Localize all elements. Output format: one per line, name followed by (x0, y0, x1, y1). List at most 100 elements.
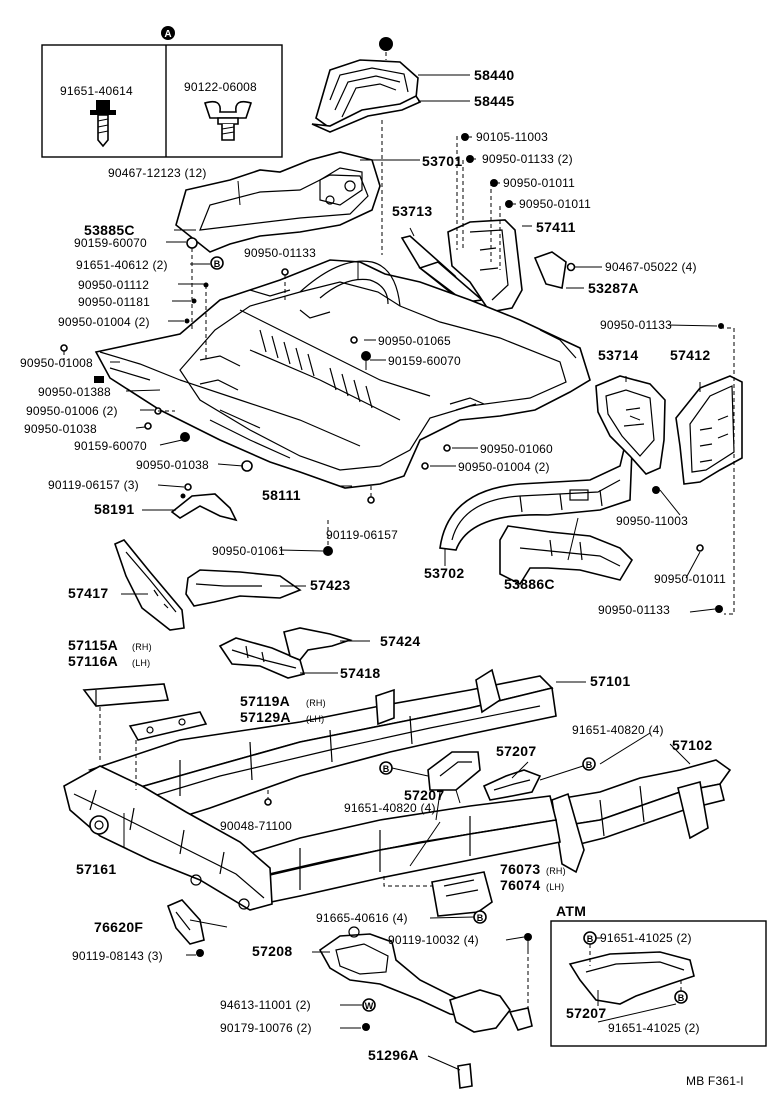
part-label-58445: 58445 (474, 93, 515, 109)
frame-rail-57102-part (550, 759, 732, 874)
part-label-53701: 53701 (422, 153, 463, 169)
part-label-90467-12123: 90467-12123 (12) (108, 166, 207, 180)
part-label-90950-01038b: 90950-01038 (136, 458, 209, 472)
part-label-90119-10032: 90119-10032 (4) (388, 933, 479, 947)
marker-b2-label: B (383, 764, 390, 774)
part-label-58191: 58191 (94, 501, 135, 517)
part-label-57129A: 57129A (240, 709, 291, 725)
part-label-90950-01004-2b: 90950-01004 (2) (458, 460, 550, 474)
part-label-rh-3: (RH) (546, 866, 566, 876)
part-label-76620F: 76620F (94, 919, 144, 935)
part-label-90048-71100: 90048-71100 (220, 819, 293, 833)
plates-57115A-57119A-part (82, 683, 208, 741)
part-label-90950-01060: 90950-01060 (480, 442, 553, 456)
marker-b5-label: B (587, 934, 594, 944)
leader-lines (110, 180, 718, 1071)
part-label-57423: 57423 (310, 577, 351, 593)
part-label-90950-01112: 90950-01112 (78, 278, 150, 292)
marker-a-cover (379, 37, 393, 60)
part-label-53886C: 53886C (504, 576, 555, 592)
part-label-90159-60070c: 90159-60070 (74, 439, 147, 453)
lower-frame-part (63, 700, 561, 911)
bracket-76620F-part (166, 899, 205, 957)
inset-box-a: A (41, 26, 283, 158)
part-label-90105-11003: 90105-11003 (476, 130, 549, 144)
part-label-90950-01061: 90950-01061 (212, 544, 285, 558)
part-label-90950-01038a: 90950-01038 (24, 422, 97, 436)
part-label-90122-06008: 90122-06008 (184, 80, 257, 94)
marker-a-label: A (164, 29, 171, 40)
part-label-57411: 57411 (536, 219, 576, 235)
part-label-90950-01388: 90950-01388 (38, 385, 111, 399)
part-label-90179-10076: 90179-10076 (2) (220, 1021, 312, 1035)
part-label-57424: 57424 (380, 633, 421, 649)
part-label-90119-08143: 90119-08143 (3) (72, 949, 163, 963)
part-label-90950-01008: 90950-01008 (20, 356, 93, 370)
part-label-90950-01133-2a: 90950-01133 (2) (482, 152, 573, 166)
part-label-90950-01006: 90950-01006 (2) (26, 404, 118, 418)
part-label-58111: 58111 (262, 487, 301, 503)
part-label-90950-01133c: 90950-01133 (598, 603, 671, 617)
marker-b-label: B (214, 259, 221, 269)
part-label-53713: 53713 (392, 203, 433, 219)
part-label-91651-40612: 91651-40612 (2) (76, 258, 168, 272)
part-label-91651-40820a: 91651-40820 (4) (572, 723, 664, 737)
part-label-90950-01011a: 90950-01011 (503, 176, 576, 190)
part-label-90467-05022: 90467-05022 (4) (605, 260, 697, 274)
members-57424-57418-part (218, 627, 353, 679)
part-label-rh-2: (RH) (306, 698, 326, 708)
part-label-57207c: 57207 (566, 1005, 607, 1021)
part-label-53287A: 53287A (588, 280, 639, 296)
cowl-panel-part (175, 120, 420, 255)
part-label-90159-60070a: 90159-60070 (74, 236, 147, 250)
part-label-76073: 76073 (500, 861, 541, 877)
part-label-90950-01065: 90950-01065 (378, 334, 451, 348)
marker-b4-label: B (477, 913, 484, 923)
part-label-57119A: 57119A (240, 693, 291, 709)
part-label-rh-1: (RH) (132, 642, 152, 652)
part-label-atm: ATM (556, 903, 587, 919)
floor-pan-part (94, 259, 591, 489)
part-label-51296A: 51296A (368, 1047, 419, 1063)
wheelhouse-53886C-part (499, 525, 634, 586)
part-label-90119-06157-3: 90119-06157 (3) (48, 478, 139, 492)
floor-fasteners-left: B (60, 237, 224, 442)
part-label-90950-01011c: 90950-01011 (654, 572, 727, 586)
part-label-90950-01181: 90950-01181 (78, 295, 151, 309)
part-label-57207a: 57207 (496, 743, 537, 759)
part-label-91651-41025b: 91651-41025 (2) (608, 1021, 700, 1035)
panel-76073-part: B (383, 871, 493, 924)
part-label-90159-60070b: 90159-60070 (388, 354, 461, 368)
part-label-90950-01133b: 90950-01133 (600, 318, 673, 332)
part-label-91665-40616: 91665-40616 (4) (316, 911, 408, 925)
part-label-57161: 57161 (76, 861, 117, 877)
part-label-57115A: 57115A (68, 637, 119, 653)
part-label-90950-11003: 90950-11003 (616, 514, 689, 528)
part-label-57116A: 57116A (68, 653, 119, 669)
bracket-58191-part (170, 483, 238, 522)
floor-fasteners-right (241, 268, 451, 556)
fasteners-right-top (461, 133, 516, 208)
part-label-lh-2: (LH) (306, 714, 325, 724)
part-label-90950-01004-2a: 90950-01004 (2) (58, 315, 150, 329)
part-label-57101: 57101 (590, 673, 631, 689)
figure-code: MB F361-I (686, 1074, 744, 1088)
part-label-57102: 57102 (672, 737, 713, 753)
part-label-57208: 57208 (252, 943, 293, 959)
marker-b6-label: B (678, 993, 685, 1003)
part-label-76074: 76074 (500, 877, 541, 893)
part-label-57412: 57412 (670, 347, 711, 363)
part-label-91651-40820b: 91651-40820 (4) (344, 801, 436, 815)
part-label-91651-40614: 91651-40614 (60, 84, 133, 98)
part-label-58440: 58440 (474, 67, 515, 83)
part-label-91651-41025a: 91651-41025 (2) (600, 931, 692, 945)
part-label-90950-01011b: 90950-01011 (519, 197, 592, 211)
part-label-57417: 57417 (68, 585, 109, 601)
part-label-53702: 53702 (424, 565, 465, 581)
right-bracket-parts (400, 136, 602, 313)
rear-panels-part (595, 323, 743, 615)
wing-nut-icon (203, 100, 253, 141)
part-label-90950-01133a: 90950-01133 (244, 246, 317, 260)
atm-inset-box: B B (550, 920, 767, 1047)
